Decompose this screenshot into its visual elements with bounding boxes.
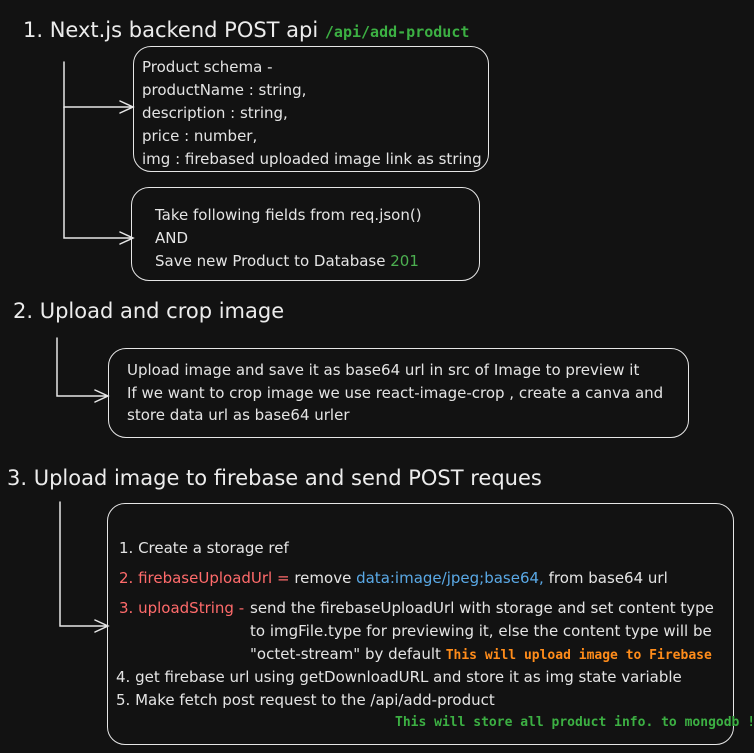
step-2-key: 2. firebaseUploadUrl = — [119, 569, 290, 587]
steps-line-text: Save new Product to Database — [155, 252, 386, 270]
step-2-tail: from base64 url — [548, 569, 668, 587]
arrow-to-crop-box — [56, 337, 110, 403]
section3-heading: 3. Upload image to firebase and send POS… — [7, 466, 542, 490]
crop-line: If we want to crop image we use react-im… — [127, 384, 664, 402]
crop-line: Upload image and save it as base64 url i… — [127, 361, 640, 379]
arrow-to-firebase-box — [59, 501, 110, 633]
step-3-line: to imgFile.type for previewing it, else … — [250, 622, 712, 640]
section2-heading: 2. Upload and crop image — [13, 299, 285, 323]
product-schema-box: Product schema - productName : string, d… — [133, 46, 489, 172]
steps-line-with-status: Save new Product to Database 201 — [155, 250, 419, 273]
step-3-key: 3. uploadString - — [119, 599, 245, 617]
crop-image-box: Upload image and save it as base64 url i… — [108, 348, 689, 438]
arrow-to-steps-box — [63, 106, 135, 245]
step-3-line-with-note: "octet-stream" by default This will uplo… — [250, 643, 712, 667]
schema-line: price : number, — [142, 127, 258, 145]
step-2-text: remove — [294, 569, 352, 587]
mongodb-store-note: This will store all product info. to mon… — [395, 715, 754, 730]
schema-line: img : firebased uploaded image link as s… — [142, 150, 482, 168]
steps-line: AND — [155, 229, 189, 247]
status-code: 201 — [390, 252, 419, 270]
firebase-upload-note: This will upload image to Firebase — [445, 648, 712, 663]
steps-line: Take following fields from req.json() — [155, 206, 422, 224]
base64-prefix-code: data:image/jpeg;base64, — [356, 569, 544, 587]
step-2: 2. firebaseUploadUrl = remove data:image… — [119, 567, 668, 590]
save-product-box: Take following fields from req.json() AN… — [131, 187, 480, 281]
crop-line: store data url as base64 urler — [127, 406, 350, 424]
step-4: 4. get firebase url using getDownloadURL… — [116, 668, 682, 686]
step-3-line-text: "octet-stream" by default — [250, 645, 441, 663]
step-3-line: send the firebaseUploadUrl with storage … — [250, 599, 714, 617]
firebase-upload-box: 1. Create a storage ref 2. firebaseUploa… — [107, 503, 754, 745]
schema-line: productName : string, — [142, 81, 307, 99]
api-route-label: /api/add-product — [324, 23, 470, 41]
section1-heading-text: 1. Next.js backend POST api — [23, 18, 319, 42]
arrow-to-schema-box — [63, 61, 135, 114]
step-1: 1. Create a storage ref — [119, 539, 289, 557]
schema-line: description : string, — [142, 104, 288, 122]
schema-line: Product schema - — [142, 58, 273, 76]
step-5: 5. Make fetch post request to the /api/a… — [116, 691, 495, 709]
section1-heading: 1. Next.js backend POST api /api/add-pro… — [23, 18, 469, 42]
